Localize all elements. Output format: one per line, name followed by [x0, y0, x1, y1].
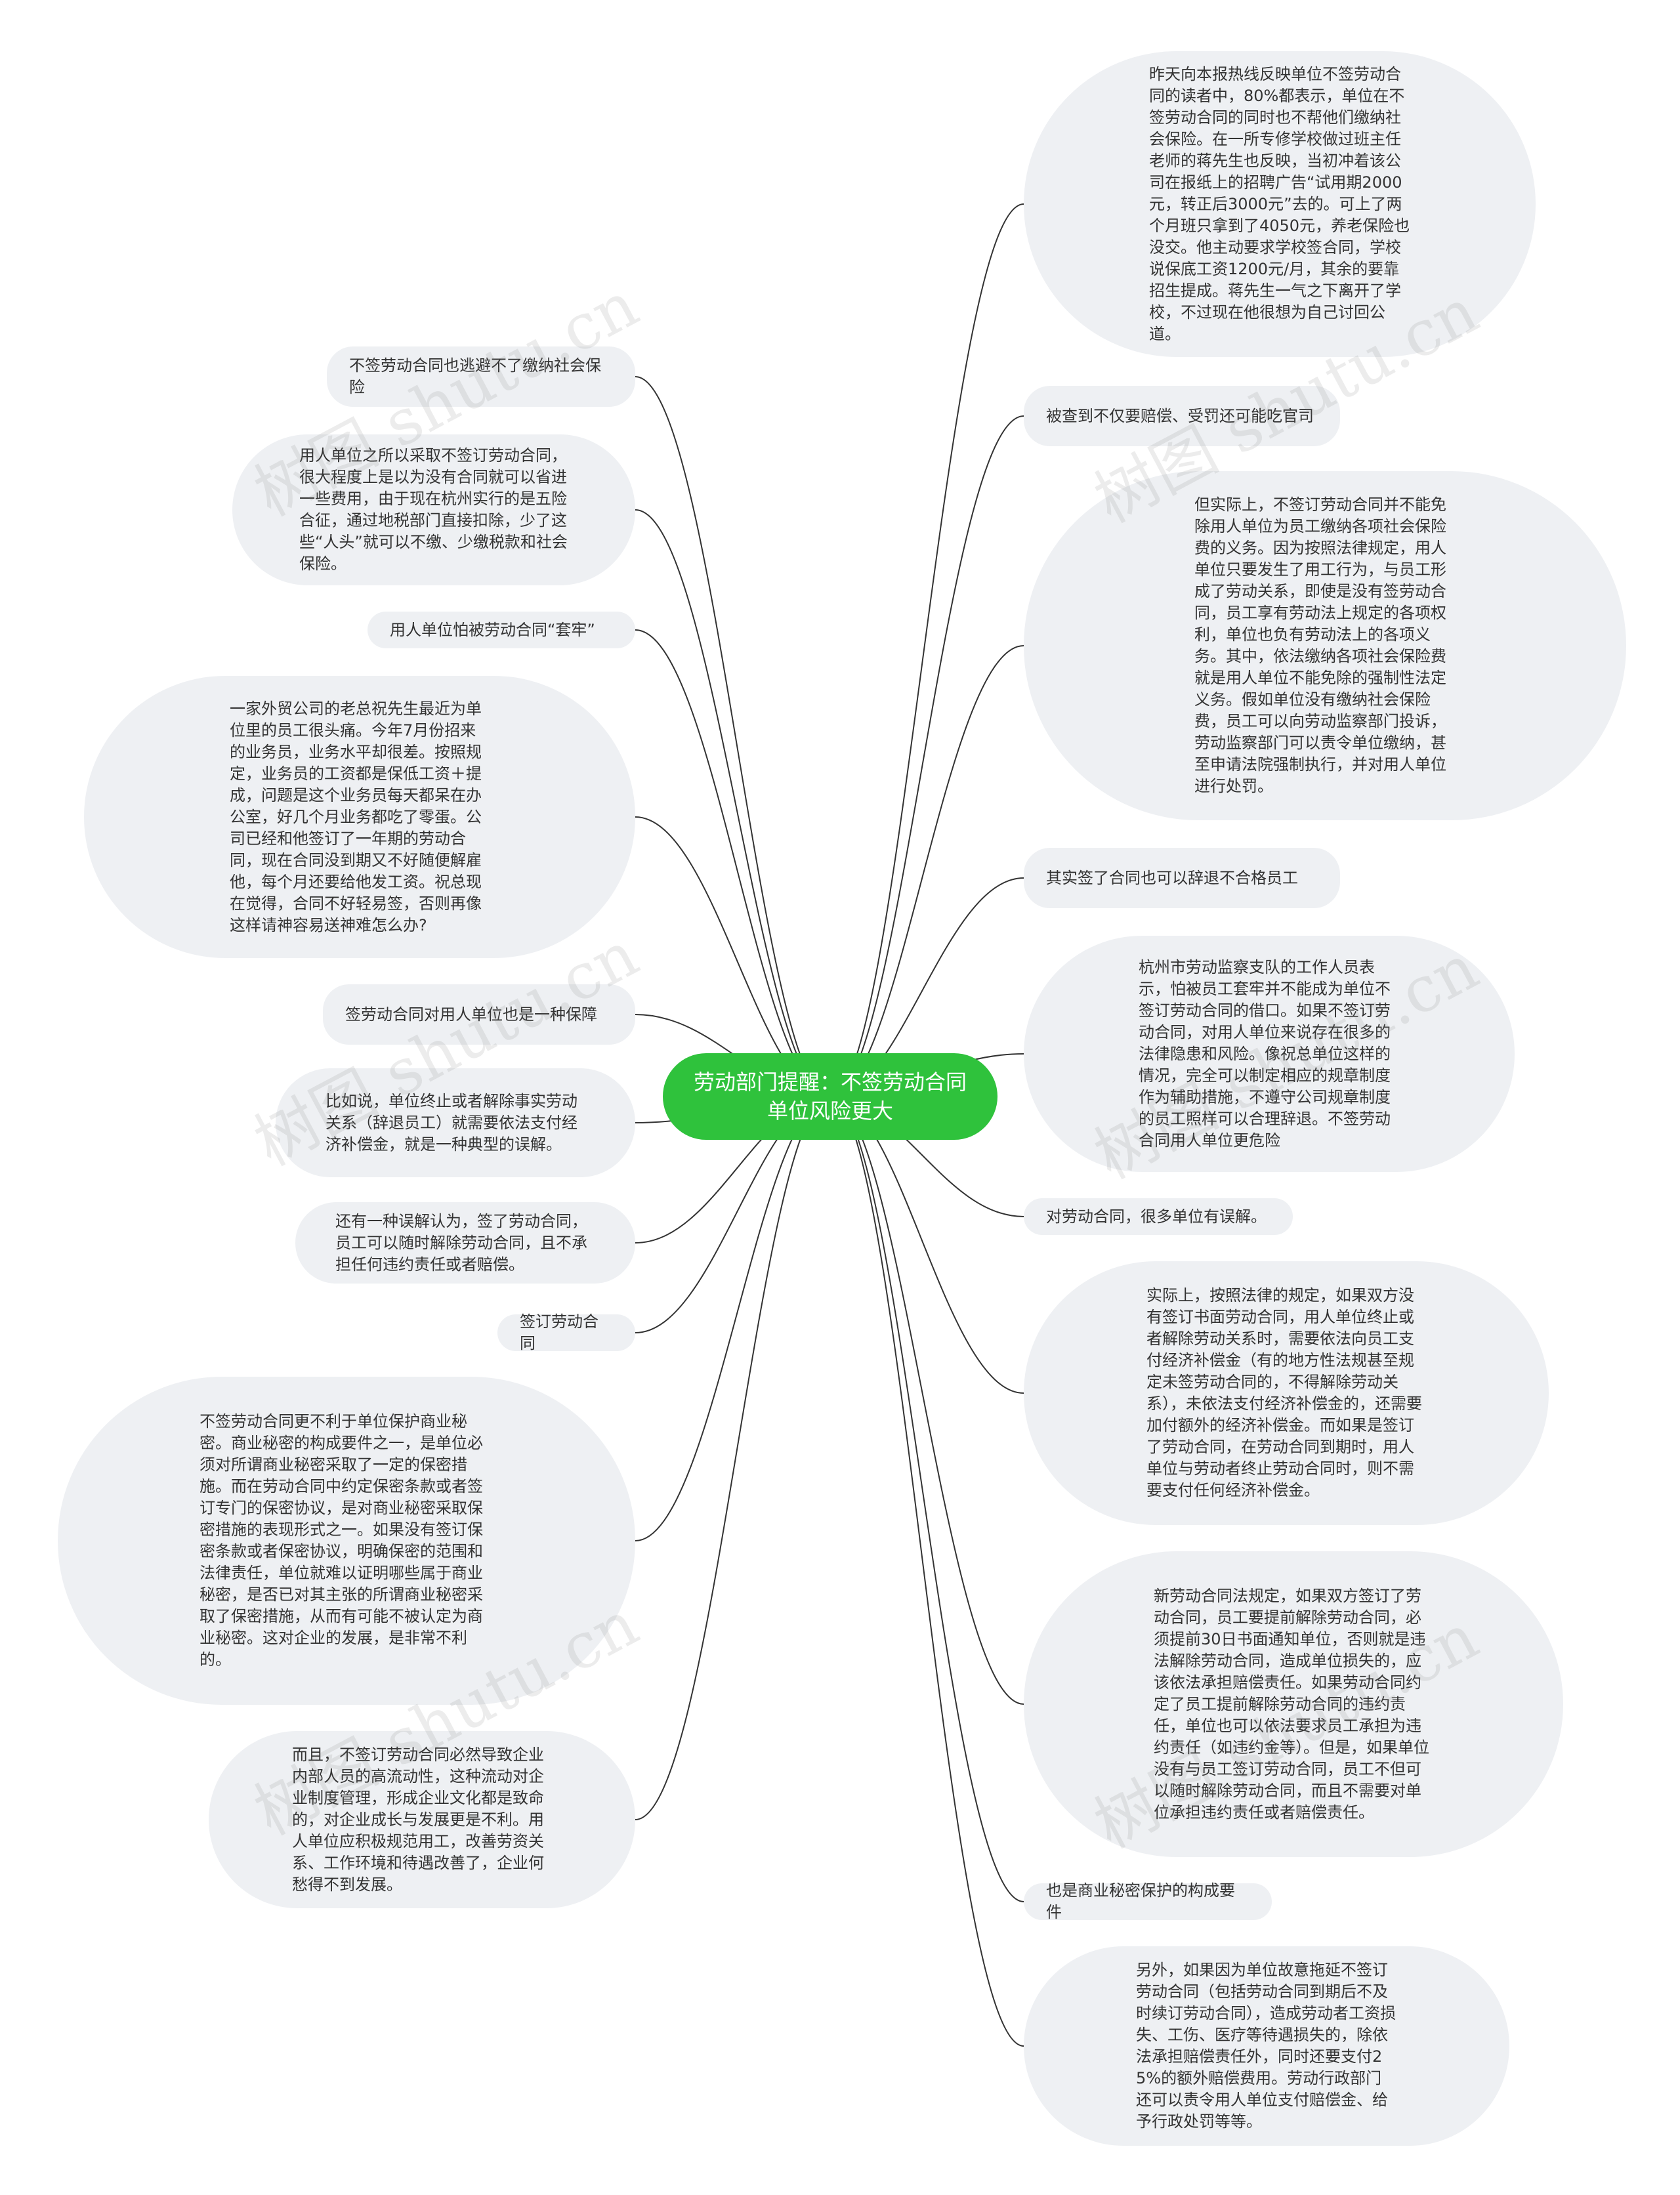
- connector-line: [830, 1097, 1037, 1902]
- right-node-2[interactable]: 被查到不仅要赔偿、受罚还可能吃官司: [1024, 386, 1340, 446]
- node-text: 杭州市劳动监察支队的工作人员表示，怕被员工套牢并不能成为单位不签订劳动合同的借口…: [1139, 957, 1391, 1150]
- node-text: 对劳动合同，很多单位有误解。: [1046, 1207, 1267, 1226]
- node-text: 实际上，按照法律的规定，如果双方没有签订书面劳动合同，用人单位终止或者解除劳动关…: [1146, 1286, 1422, 1499]
- node-text: 还有一种误解认为，签了劳动合同，员工可以随时解除劳动合同，且不承担任何违约责任或…: [335, 1211, 587, 1274]
- node-text: 签劳动合同对用人单位也是一种保障: [345, 1005, 597, 1024]
- left-node-1[interactable]: 不签劳动合同也逃避不了缴纳社会保险: [327, 346, 635, 407]
- node-text: 用人单位之所以采取不签订劳动合同，很大程度上是以为没有合同就可以省进一些费用，由…: [299, 446, 568, 573]
- connector-line: [830, 1097, 1037, 1394]
- left-node-3[interactable]: 用人单位怕被劳动合同“套牢”: [368, 612, 635, 648]
- connector-line: [830, 1097, 1037, 2047]
- right-node-6[interactable]: 对劳动合同，很多单位有误解。: [1024, 1198, 1293, 1235]
- right-node-8[interactable]: 新劳动合同法规定，如果双方签订了劳动合同，员工要提前解除劳动合同，必须提前30日…: [1024, 1551, 1563, 1857]
- node-text: 也是商业秘密保护的构成要件: [1046, 1881, 1235, 1921]
- right-node-1[interactable]: 昨天向本报热线反映单位不签劳动合同的读者中，80%都表示，单位在不签劳动合同的同…: [1024, 51, 1536, 357]
- connector-line: [622, 629, 831, 1098]
- node-text: 另外，如果因为单位故意拖延不签订劳动合同（包括劳动合同到期后不及时续订劳动合同）…: [1136, 1961, 1396, 2131]
- left-node-9[interactable]: 不签劳动合同更不利于单位保护商业秘密。商业秘密的构成要件之一，是单位必须对所谓商…: [58, 1377, 635, 1705]
- left-node-4[interactable]: 一家外贸公司的老总祝先生最近为单位里的员工很头痛。今年7月份招来的业务员，业务水…: [84, 676, 635, 958]
- root-topic[interactable]: 劳动部门提醒：不签劳动合同单位风险更大: [663, 1053, 998, 1140]
- node-text: 签订劳动合同: [520, 1312, 598, 1352]
- left-node-10[interactable]: 而且，不签订劳动合同必然导致企业内部人员的高流动性，这种流动对企业制度管理，形成…: [209, 1731, 635, 1908]
- left-node-2[interactable]: 用人单位之所以采取不签订劳动合同，很大程度上是以为没有合同就可以省进一些费用，由…: [232, 434, 635, 585]
- connector-line: [622, 1097, 831, 1541]
- left-node-8[interactable]: 签订劳动合同: [497, 1312, 635, 1352]
- left-node-6[interactable]: 比如说，单位终止或者解除事实劳动关系（辞退员工）就需要依法支付经济补偿金，就是一…: [276, 1068, 635, 1177]
- node-text: 一家外贸公司的老总祝先生最近为单位里的员工很头痛。今年7月份招来的业务员，业务水…: [230, 699, 482, 934]
- connector-line: [622, 376, 831, 1098]
- node-text: 不签劳动合同更不利于单位保护商业秘密。商业秘密的构成要件之一，是单位必须对所谓商…: [200, 1412, 483, 1669]
- right-node-9[interactable]: 也是商业秘密保护的构成要件: [1024, 1881, 1272, 1921]
- root-topic-text: 劳动部门提醒：不签劳动合同单位风险更大: [693, 1070, 967, 1123]
- connector-line: [830, 645, 1037, 1098]
- node-text: 被查到不仅要赔偿、受罚还可能吃官司: [1046, 406, 1314, 425]
- node-text: 用人单位怕被劳动合同“套牢”: [390, 620, 595, 639]
- connector-line: [830, 415, 1037, 1098]
- right-node-7[interactable]: 实际上，按照法律的规定，如果双方没有签订书面劳动合同，用人单位终止或者解除劳动关…: [1024, 1261, 1549, 1525]
- connector-line: [622, 1097, 831, 1820]
- node-text: 但实际上，不签订劳动合同并不能免除用人单位为员工缴纳各项社会保险费的义务。因为按…: [1194, 495, 1446, 795]
- node-text: 新劳动合同法规定，如果双方签订了劳动合同，员工要提前解除劳动合同，必须提前30日…: [1154, 1586, 1429, 1822]
- connector-line: [830, 203, 1037, 1098]
- node-text: 而且，不签订劳动合同必然导致企业内部人员的高流动性，这种流动对企业制度管理，形成…: [292, 1745, 544, 1894]
- node-text: 其实签了合同也可以辞退不合格员工: [1046, 868, 1298, 887]
- node-text: 不签劳动合同也逃避不了缴纳社会保险: [349, 356, 601, 396]
- connector-line: [622, 509, 831, 1098]
- left-node-5[interactable]: 签劳动合同对用人单位也是一种保障: [323, 984, 635, 1045]
- right-node-4[interactable]: 其实签了合同也可以辞退不合格员工: [1024, 848, 1340, 908]
- right-node-3[interactable]: 但实际上，不签订劳动合同并不能免除用人单位为员工缴纳各项社会保险费的义务。因为按…: [1024, 471, 1626, 820]
- left-node-7[interactable]: 还有一种误解认为，签了劳动合同，员工可以随时解除劳动合同，且不承担任何违约责任或…: [295, 1202, 635, 1284]
- right-node-5[interactable]: 杭州市劳动监察支队的工作人员表示，怕被员工套牢并不能成为单位不签订劳动合同的借口…: [1024, 936, 1515, 1172]
- connector-line: [830, 1097, 1037, 1705]
- node-text: 比如说，单位终止或者解除事实劳动关系（辞退员工）就需要依法支付经济补偿金，就是一…: [326, 1091, 578, 1154]
- node-text: 昨天向本报热线反映单位不签劳动合同的读者中，80%都表示，单位在不签劳动合同的同…: [1149, 64, 1410, 343]
- right-node-10[interactable]: 另外，如果因为单位故意拖延不签订劳动合同（包括劳动合同到期后不及时续订劳动合同）…: [1024, 1946, 1509, 2146]
